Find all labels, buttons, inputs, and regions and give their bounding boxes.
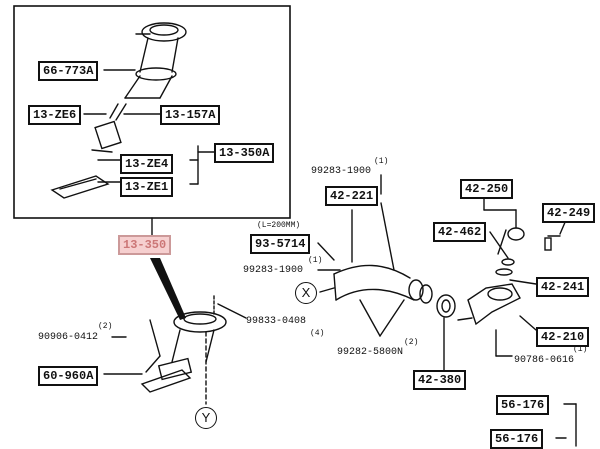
marker-y: Y <box>195 407 217 429</box>
part-42-221: 42-221 <box>325 186 379 206</box>
part-42-249: 42-249 <box>542 203 596 223</box>
part-13-ZE6: 13-ZE6 <box>28 105 82 125</box>
fuel-pump-assembly-drawing <box>140 311 227 393</box>
partno-99833: 99833-0408 <box>246 316 307 327</box>
marker-x: X <box>295 282 317 304</box>
part-42-241: 42-241 <box>536 277 590 297</box>
fuel-hose-drawing <box>333 264 456 318</box>
part-13-350A: 13-350A <box>214 143 275 163</box>
qty-99283-mid: (1) <box>308 256 323 265</box>
partno-90786: 90786-0616 <box>514 355 575 366</box>
part-93-5714: 93-5714 <box>250 234 311 254</box>
partno-99283-mid: 99283-1900 <box>243 265 304 276</box>
hose-length-note: (L=200MM) <box>257 221 301 230</box>
partno-90906: 90906-0412 <box>38 332 99 343</box>
part-13-157A: 13-157A <box>160 105 221 125</box>
part-60-960A: 60-960A <box>38 366 99 386</box>
qty-99282: (2) <box>404 338 419 347</box>
qty-99833: (4) <box>310 329 325 338</box>
partno-99282: 99282-5800N <box>337 347 404 358</box>
part-13-ZE1: 13-ZE1 <box>120 177 174 197</box>
part-66-773A: 66-773A <box>38 61 99 81</box>
fuel-sender-top-drawing <box>124 22 187 99</box>
gauge-unit-drawing <box>457 227 561 326</box>
part-13-350: 13-350 <box>118 235 172 255</box>
part-42-250: 42-250 <box>460 179 514 199</box>
fuel-strainer-drawing <box>50 175 110 199</box>
assembly-leader <box>150 258 186 320</box>
qty-90786: (1) <box>573 345 588 354</box>
part-56-176-lower: 56-176 <box>490 429 544 449</box>
part-42-210: 42-210 <box>536 327 590 347</box>
qty-99283-top: (1) <box>374 157 389 166</box>
part-42-462: 42-462 <box>433 222 487 242</box>
qty-90906: (2) <box>98 322 113 331</box>
fuel-pump-drawing <box>91 103 127 153</box>
part-42-380: 42-380 <box>413 370 467 390</box>
part-13-ZE4: 13-ZE4 <box>120 154 174 174</box>
part-56-176-upper: 56-176 <box>496 395 550 415</box>
partno-99283-top: 99283-1900 <box>311 166 372 177</box>
